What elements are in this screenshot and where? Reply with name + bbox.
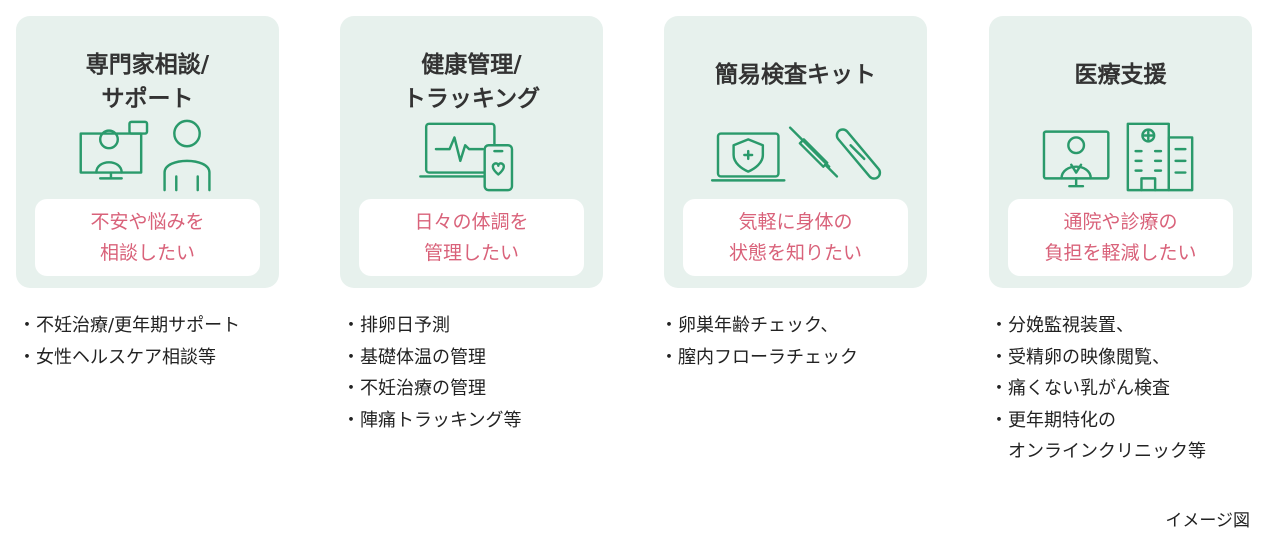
card-title-line: 専門家相談/ xyxy=(85,52,210,78)
need-line: 管理したい xyxy=(423,241,519,264)
list-item-text: 分娩監視装置、 xyxy=(1008,315,1134,336)
need-line: 通院や診療の xyxy=(1063,210,1178,233)
list-item-text: オンラインクリニック等 xyxy=(1008,441,1206,462)
need-box: 気軽に身体の 状態を知りたい xyxy=(683,199,908,276)
test-kit-illustration xyxy=(664,116,927,194)
list-item-text: 基礎体温の管理 xyxy=(360,346,486,368)
list-item: ・更年期特化の xyxy=(990,405,1206,437)
list-item: ・痛くない乳がん検査 xyxy=(990,373,1206,405)
card-title-line: 医療支援 xyxy=(1074,62,1167,88)
list-item-continuation: オンラインクリニック等 xyxy=(990,436,1206,468)
list-item: ・女性ヘルスケア相談等 xyxy=(18,342,240,374)
need-box: 日々の体調を 管理したい xyxy=(359,199,584,276)
bullet: ・ xyxy=(990,409,1008,431)
bullet: ・ xyxy=(342,378,360,399)
bullet: ・ xyxy=(342,315,360,336)
bullet: ・ xyxy=(342,409,360,431)
list-item: ・不妊治療/更年期サポート xyxy=(18,310,240,342)
list-item: ・排卵日予測 xyxy=(342,310,521,342)
need-line: 相談したい xyxy=(99,241,195,264)
list-item-text: 女性ヘルスケア相談等 xyxy=(36,346,216,368)
bullet: ・ xyxy=(990,315,1008,336)
card-title: 医療支援 xyxy=(989,58,1252,92)
list-item: ・基礎体温の管理 xyxy=(342,342,521,374)
list-item-text: 膣内フローラチェック xyxy=(678,346,858,368)
card-test-kit: 簡易検査キット 気軽に身体の 状態を知りたい xyxy=(664,16,927,288)
bullet: ・ xyxy=(660,346,678,368)
list-item-text: 受精卵の映像閲覧、 xyxy=(1008,346,1170,368)
footnote: イメージ図 xyxy=(1165,511,1250,531)
need-box: 通院や診療の 負担を軽減したい xyxy=(1008,199,1233,276)
bullet: ・ xyxy=(990,378,1008,399)
card-title-line: サポート xyxy=(101,86,194,112)
card-title-line: 健康管理/ xyxy=(421,52,522,78)
card-title: 簡易検査キット xyxy=(664,58,927,92)
list-item: ・分娩監視装置、 xyxy=(990,310,1206,342)
list-item-text: 不妊治療/更年期サポート xyxy=(36,315,241,336)
card-medical-support: 医療支援 通院や診療の 負担を軽減したい xyxy=(989,16,1252,288)
bullet: ・ xyxy=(990,346,1008,368)
bullet: ・ xyxy=(18,315,36,336)
feature-list: ・卵巣年齢チェック、 ・膣内フローラチェック xyxy=(660,310,858,373)
feature-list: ・排卵日予測 ・基礎体温の管理 ・不妊治療の管理 ・陣痛トラッキング等 xyxy=(342,310,521,436)
list-item-text: 排卵日予測 xyxy=(360,315,450,336)
card-title-line: 簡易検査キット xyxy=(715,62,876,88)
list-item-text: 更年期特化の xyxy=(1008,409,1116,431)
feature-list: ・分娩監視装置、 ・受精卵の映像閲覧、 ・痛くない乳がん検査 ・更年期特化の オ… xyxy=(990,310,1206,468)
list-item: ・不妊治療の管理 xyxy=(342,373,521,405)
need-line: 日々の体調を xyxy=(414,210,529,233)
list-item-text: 痛くない乳がん検査 xyxy=(1008,378,1170,399)
card-title-line: トラッキング xyxy=(402,86,541,112)
list-item-text: 不妊治療の管理 xyxy=(360,378,486,399)
card-health-tracking: 健康管理/ トラッキング 日々の体調を 管理したい xyxy=(340,16,603,288)
need-line: 不安や悩みを xyxy=(90,210,205,233)
card-title: 健康管理/ トラッキング xyxy=(340,48,603,116)
need-box: 不安や悩みを 相談したい xyxy=(35,199,260,276)
health-tracking-illustration xyxy=(340,116,603,194)
need-line: 負担を軽減したい xyxy=(1044,241,1197,264)
need-line: 状態を知りたい xyxy=(728,241,862,264)
bullet: ・ xyxy=(660,315,678,336)
list-item: ・陣痛トラッキング等 xyxy=(342,405,521,437)
feature-list: ・不妊治療/更年期サポート ・女性ヘルスケア相談等 xyxy=(18,310,240,373)
list-item-text: 卵巣年齢チェック、 xyxy=(678,315,839,336)
need-line: 気軽に身体の xyxy=(738,210,853,233)
bullet: ・ xyxy=(18,346,36,368)
list-item-text: 陣痛トラッキング等 xyxy=(360,409,522,431)
list-item: ・受精卵の映像閲覧、 xyxy=(990,342,1206,374)
list-item: ・膣内フローラチェック xyxy=(660,342,858,374)
card-expert-consultation: 専門家相談/ サポート 不安や悩みを 相談したい xyxy=(16,16,279,288)
bullet: ・ xyxy=(342,346,360,368)
card-title: 専門家相談/ サポート xyxy=(16,48,279,116)
list-item: ・卵巣年齢チェック、 xyxy=(660,310,858,342)
medical-support-illustration xyxy=(989,116,1252,194)
consultation-illustration xyxy=(16,116,279,194)
